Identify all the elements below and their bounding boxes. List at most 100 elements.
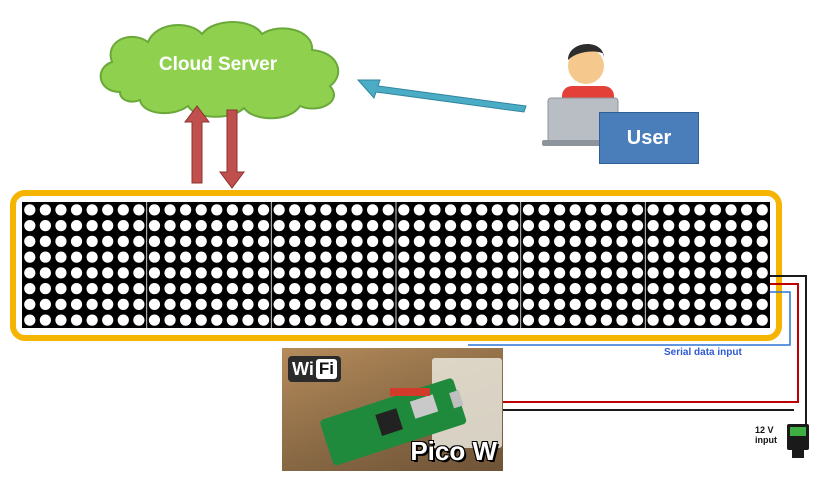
serial-data-label: Serial data input bbox=[664, 347, 742, 358]
led-dot bbox=[304, 267, 316, 279]
led-dot bbox=[663, 235, 675, 247]
led-dot bbox=[289, 314, 301, 326]
cloud-shape bbox=[99, 21, 340, 120]
power-input-label: 12 V input bbox=[755, 425, 777, 445]
pico-w-photo: Wi Fi Pico W bbox=[282, 348, 503, 471]
led-panel bbox=[24, 204, 145, 326]
led-dot bbox=[709, 283, 722, 295]
led-dot bbox=[647, 314, 659, 326]
led-dot bbox=[55, 267, 67, 279]
led-dot bbox=[117, 251, 129, 263]
led-dot bbox=[507, 204, 519, 216]
led-dot bbox=[257, 220, 270, 232]
led-dot bbox=[289, 267, 301, 279]
led-dot bbox=[444, 251, 457, 263]
led-dot bbox=[741, 283, 753, 295]
led-dot bbox=[678, 314, 690, 326]
led-dot bbox=[491, 220, 503, 232]
led-dot bbox=[756, 298, 768, 310]
led-dot bbox=[180, 314, 192, 326]
led-dot bbox=[382, 220, 394, 232]
led-dot bbox=[211, 251, 223, 263]
led-dot bbox=[429, 283, 441, 295]
led-dot bbox=[133, 251, 145, 263]
led-dot bbox=[709, 204, 722, 216]
led-panel bbox=[395, 202, 519, 328]
led-dot bbox=[102, 298, 114, 310]
led-dot bbox=[55, 314, 67, 326]
led-dot bbox=[631, 251, 644, 263]
led-dot bbox=[429, 298, 441, 310]
led-dot bbox=[756, 251, 768, 263]
led-dot bbox=[600, 298, 612, 310]
led-dot bbox=[741, 298, 753, 310]
led-dot bbox=[55, 283, 67, 295]
power-jack-plug bbox=[792, 448, 804, 458]
led-dot bbox=[39, 267, 51, 279]
led-dot bbox=[55, 220, 67, 232]
led-dot bbox=[320, 235, 332, 247]
led-dot bbox=[585, 283, 597, 295]
led-dot bbox=[600, 314, 612, 326]
led-dot bbox=[70, 251, 83, 263]
led-dot bbox=[289, 220, 301, 232]
led-dot bbox=[195, 314, 207, 326]
led-dot bbox=[444, 298, 457, 310]
led-dot bbox=[741, 204, 753, 216]
led-dot bbox=[585, 314, 597, 326]
led-dot bbox=[756, 267, 768, 279]
led-dot bbox=[304, 235, 316, 247]
jumper-wire bbox=[390, 388, 430, 396]
led-dot bbox=[335, 283, 348, 295]
led-dot bbox=[86, 220, 98, 232]
led-dot bbox=[522, 220, 535, 232]
led-dot bbox=[538, 235, 550, 247]
led-dot bbox=[694, 220, 706, 232]
led-dot bbox=[491, 267, 503, 279]
led-dot bbox=[476, 283, 488, 295]
led-dot bbox=[476, 204, 488, 216]
led-dot bbox=[631, 204, 644, 216]
led-dot bbox=[678, 220, 690, 232]
led-dot bbox=[678, 283, 690, 295]
led-matrix-display bbox=[10, 190, 782, 341]
led-dot bbox=[148, 314, 161, 326]
led-dot bbox=[678, 298, 690, 310]
usb-port bbox=[449, 390, 464, 409]
led-dot bbox=[491, 298, 503, 310]
led-dot bbox=[538, 283, 550, 295]
led-dot bbox=[257, 314, 270, 326]
led-dot bbox=[398, 283, 410, 295]
led-dot bbox=[569, 251, 581, 263]
led-dot bbox=[585, 235, 597, 247]
cloud-display-arrows bbox=[184, 105, 245, 189]
led-dot bbox=[117, 298, 129, 310]
led-dot bbox=[242, 204, 254, 216]
led-dot bbox=[663, 251, 675, 263]
led-dot bbox=[117, 235, 129, 247]
led-dot bbox=[86, 235, 98, 247]
led-dot bbox=[351, 314, 363, 326]
led-dot bbox=[647, 204, 659, 216]
led-dot bbox=[133, 235, 145, 247]
led-dot bbox=[460, 267, 472, 279]
led-dot bbox=[538, 267, 550, 279]
led-dot bbox=[554, 283, 566, 295]
user-hair bbox=[568, 43, 604, 60]
led-dot bbox=[600, 220, 612, 232]
led-dot bbox=[86, 204, 98, 216]
led-dot bbox=[86, 314, 98, 326]
led-dot bbox=[554, 251, 566, 263]
led-dot bbox=[476, 314, 488, 326]
led-dot bbox=[257, 251, 270, 263]
led-dot bbox=[289, 235, 301, 247]
led-dot bbox=[491, 314, 503, 326]
led-dot bbox=[616, 314, 628, 326]
led-dot bbox=[616, 220, 628, 232]
led-dot bbox=[164, 235, 176, 247]
led-dot bbox=[647, 267, 659, 279]
wifi-badge-fi: Fi bbox=[315, 359, 337, 379]
led-dot bbox=[694, 267, 706, 279]
led-dot bbox=[429, 204, 441, 216]
